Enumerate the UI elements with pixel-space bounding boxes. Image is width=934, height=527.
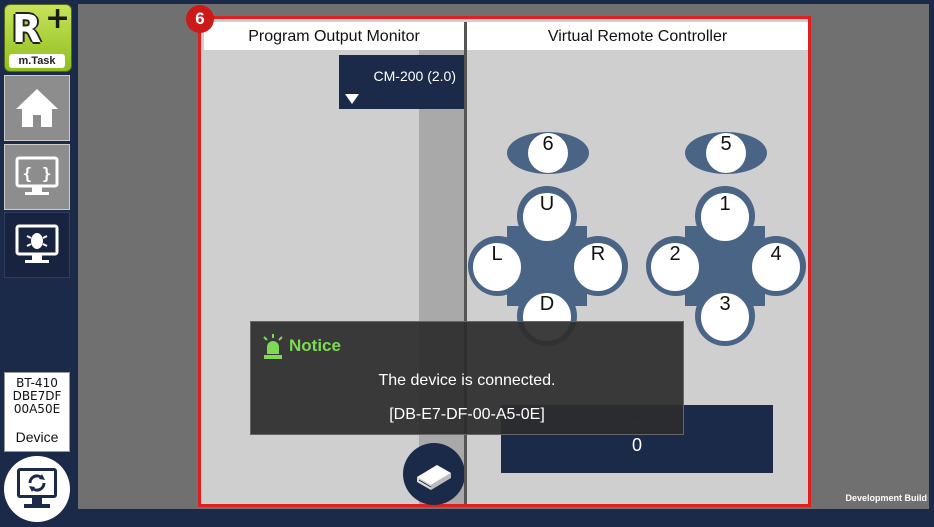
logo-letter: R [12, 7, 42, 51]
device-card[interactable]: BT-410 DBE7DF 00A50E Device [4, 372, 70, 452]
button-6-label: 6 [528, 133, 568, 173]
notice-message: The device is connected. [378, 372, 556, 389]
svg-text:{ }: { } [23, 164, 52, 183]
button-up[interactable]: U [522, 192, 572, 242]
output-monitor-title: Program Output Monitor [204, 22, 464, 50]
controller-select-value: CM-200 (2.0) [373, 68, 456, 84]
code-braces-icon: { } [15, 156, 59, 195]
remote-controller-title: Virtual Remote Controller [467, 22, 808, 50]
button-5-label: 5 [706, 133, 746, 173]
button-1[interactable]: 1 [700, 192, 750, 242]
device-id-line: BT-410 [16, 376, 58, 390]
alarm-light-icon [263, 334, 283, 359]
button-4[interactable]: 4 [751, 242, 801, 292]
app-logo: R + m.Task [4, 1, 72, 72]
sidebar-item-code[interactable]: { } [4, 144, 70, 210]
book-icon [417, 465, 451, 490]
notice-toast: Notice The device is connected. [DB-E7-D… [250, 321, 684, 435]
annotation-badge: 6 [186, 5, 214, 33]
connect-button[interactable] [4, 456, 70, 522]
button-left[interactable]: L [472, 242, 522, 292]
output-scrollbar[interactable] [419, 50, 464, 504]
monitor-bug-icon [15, 224, 59, 263]
button-2[interactable]: 2 [650, 242, 700, 292]
remote-controller-panel: Virtual Remote Controller 6 5 U L R D 1 … [467, 22, 808, 504]
button-3[interactable]: 3 [700, 292, 750, 342]
sidebar-item-debug[interactable] [4, 212, 70, 278]
monitor-sync-icon [17, 468, 57, 508]
panel-divider [464, 22, 467, 504]
device-id-line: DBE7DF [12, 389, 62, 403]
logo-plus: + [45, 1, 71, 36]
received-value: 0 [631, 435, 642, 455]
sidebar-item-home[interactable] [4, 75, 70, 141]
device-label: Device [15, 429, 59, 445]
book-button[interactable] [403, 443, 465, 505]
notice-title: Notice [289, 336, 341, 355]
logo-name: m.Task [9, 54, 65, 68]
sidebar: R + m.Task { } BT-410 DBE7DF 00A50 [0, 0, 74, 525]
build-tag: Development Build [845, 493, 927, 503]
button-6[interactable]: 6 [507, 132, 589, 174]
device-id-line: 00A50E [13, 402, 61, 416]
button-right[interactable]: R [573, 242, 623, 292]
dropdown-arrow-icon [345, 94, 359, 104]
button-5[interactable]: 5 [685, 132, 767, 174]
controller-select[interactable]: CM-200 (2.0) [339, 55, 464, 109]
notice-address: [DB-E7-DF-00-A5-0E] [389, 406, 545, 423]
home-icon [16, 89, 58, 127]
